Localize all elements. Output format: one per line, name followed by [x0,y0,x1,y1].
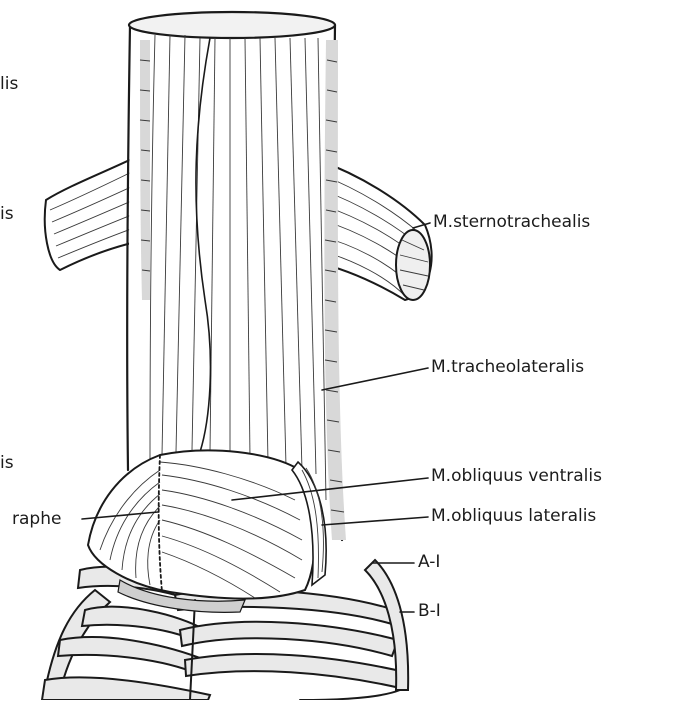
label-obliquus-ventralis: M.obliquus ventralis [431,468,602,485]
label-a1: A-I [418,554,440,571]
leader-sternotrachealis [413,223,430,228]
cut-label-low: is [0,455,14,472]
cut-label-mid: is [0,206,14,223]
label-sternotrachealis: M.sternotrachealis [433,214,590,231]
obliquus-muscles [88,450,326,612]
label-raphe: raphe [12,511,61,528]
label-obliquus-lateralis: M.obliquus lateralis [431,508,596,525]
label-b1: B-I [418,603,441,620]
cut-label-top: lis [0,76,18,93]
label-tracheolateralis: M.tracheolateralis [431,359,584,376]
